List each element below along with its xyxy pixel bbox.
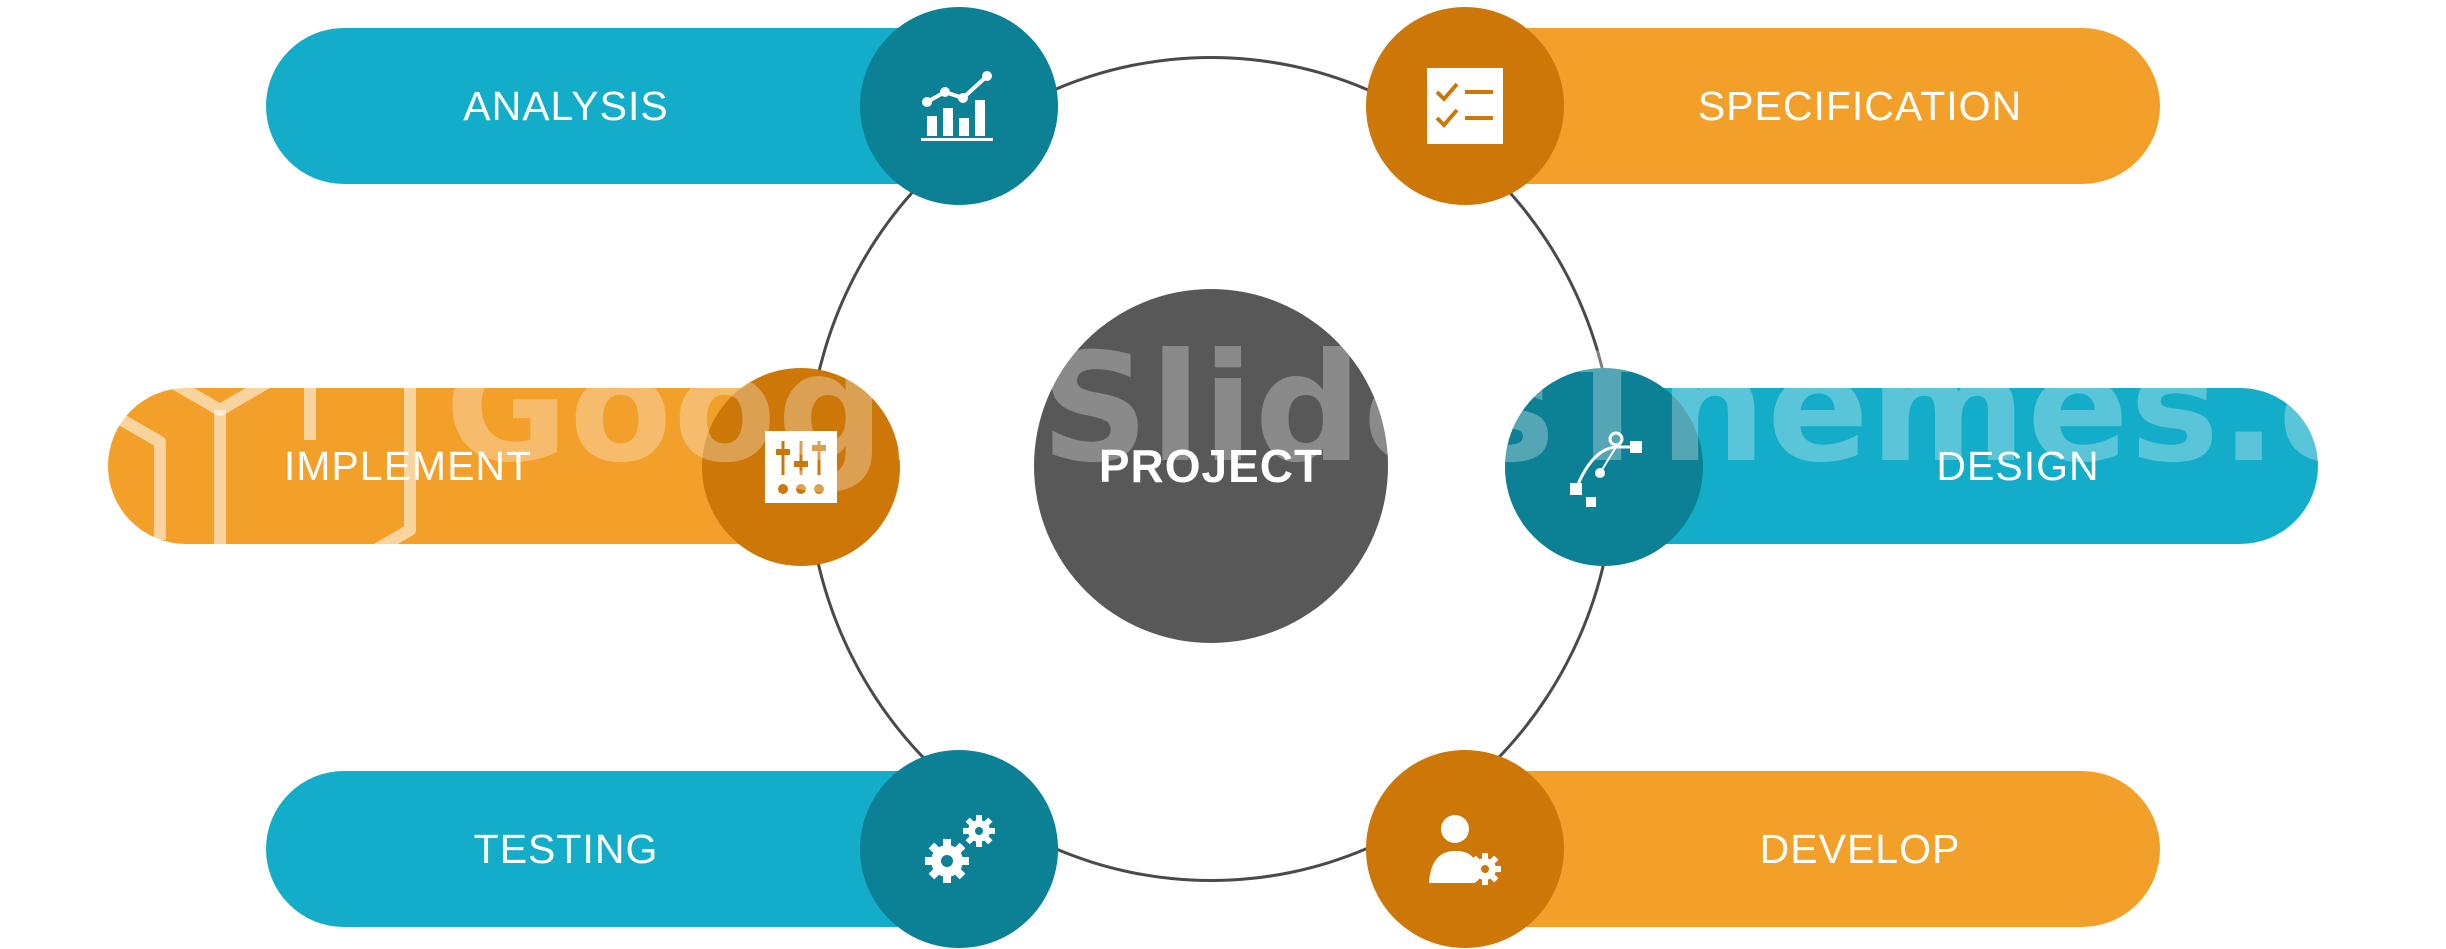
project-label: PROJECT (1098, 440, 1324, 492)
specification-node (1366, 7, 1564, 205)
design-label: DESIGN (1936, 442, 2100, 489)
design-node (1505, 368, 1703, 566)
checklist-icon (1427, 68, 1503, 144)
testing-node (860, 750, 1058, 948)
testing-label: TESTING (473, 825, 659, 872)
design-pill: DESIGN (1578, 388, 2318, 544)
project-center-circle: PROJECT (1034, 289, 1388, 643)
vector-pen-icon (1570, 431, 1642, 507)
analysis-node (860, 7, 1058, 205)
gears-icon (925, 815, 995, 883)
implement-node (702, 368, 900, 566)
bar-chart-icon (921, 71, 993, 141)
sliders-icon (765, 431, 837, 503)
analysis-label: ANALYSIS (463, 82, 669, 129)
develop-node (1366, 750, 1564, 948)
specification-label: SPECIFICATION (1697, 82, 2023, 129)
implement-label: IMPLEMENT (283, 442, 533, 489)
user-gear-icon (1429, 815, 1501, 885)
develop-label: DEVELOP (1759, 825, 1961, 872)
